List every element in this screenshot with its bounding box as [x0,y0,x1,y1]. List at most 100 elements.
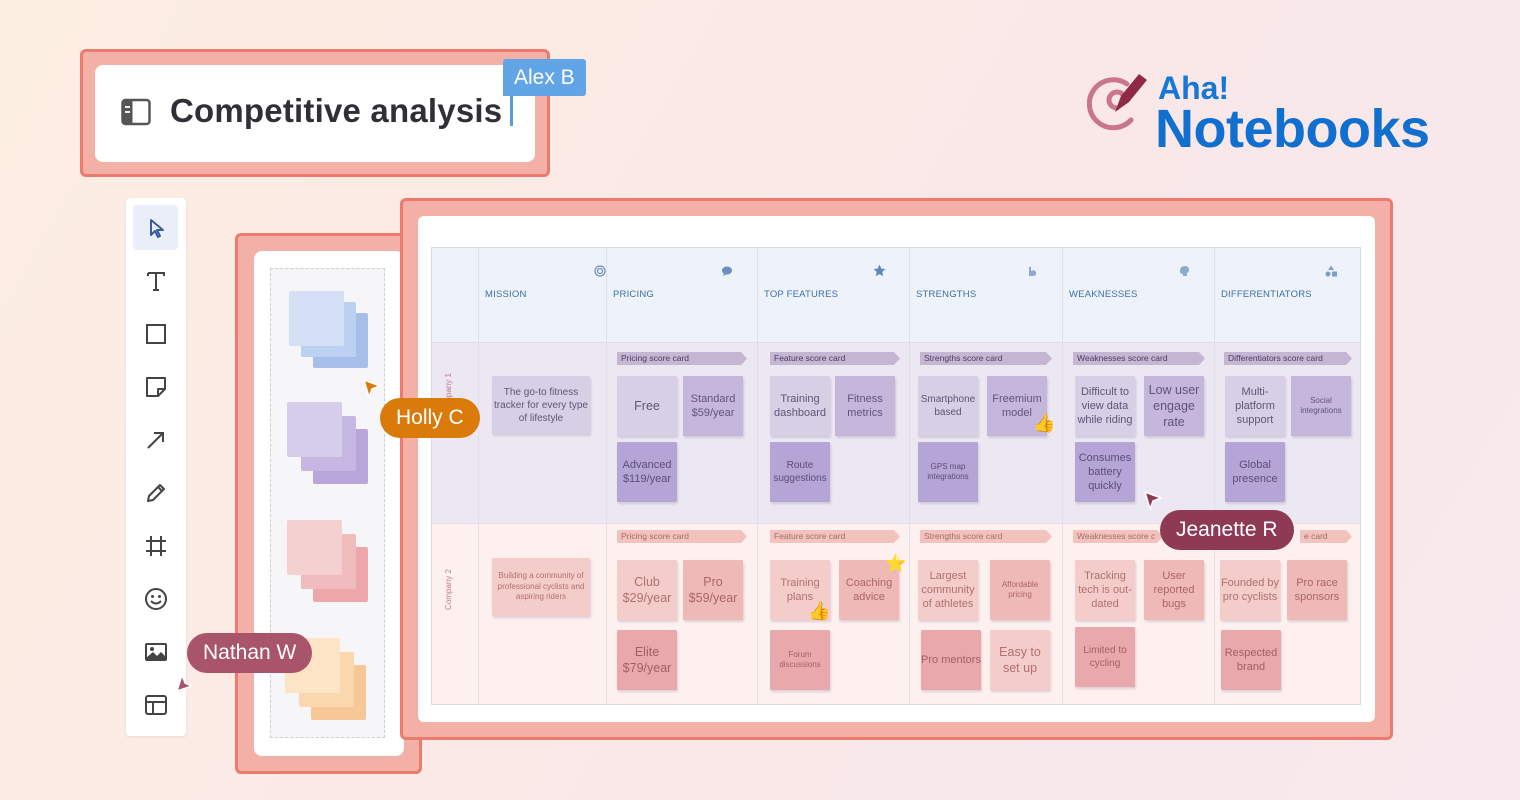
column-header-pricing: PRICING [613,289,654,300]
collaborator-cursor-jeanette-icon [1144,491,1162,510]
arrow-icon [146,431,164,449]
score-card[interactable]: Strengths score card [920,530,1052,543]
score-card[interactable]: Feature score card [770,352,900,365]
sticky-note-icon [145,376,166,397]
logo-text-notebooks: Notebooks [1155,99,1430,159]
sidebar-panel-icon[interactable] [121,98,151,126]
sticky-note[interactable]: Social integrations [1291,376,1351,436]
sticky-note[interactable]: Advanced $119/year [617,442,677,502]
collaborator-cursor-holly-icon [363,379,381,398]
sticky-note[interactable]: Training plans [770,560,830,620]
select-tool[interactable] [133,205,178,250]
pencil-icon [146,483,165,502]
sticky-note[interactable]: Coaching advice [839,560,899,620]
sticky-note[interactable]: Pro $59/year [683,560,743,620]
sticky-note[interactable]: User reported bugs [1144,560,1204,620]
collaborator-cursor-nathan-icon [176,674,193,692]
sticky-note[interactable]: Freemium model [987,376,1047,436]
score-card[interactable]: Differentiators score card [1224,352,1352,365]
text-tool[interactable] [133,258,178,303]
frame-tool[interactable] [133,523,178,568]
star-icon[interactable]: ⭐ [885,554,907,573]
collaborator-tag-jeanette: Jeanette R [1160,510,1294,550]
sticky-note[interactable]: Smartphone based [918,376,978,436]
shape-tool[interactable] [133,311,178,356]
grid-divider [1214,248,1215,704]
sticky-note[interactable]: The go-to fitness tracker for every type… [492,376,590,434]
text-caret [510,92,513,126]
sticky-note[interactable]: Multi-platform support [1225,376,1285,436]
square-icon [145,323,166,344]
grid-divider [909,248,910,704]
tool-sidebar [126,198,186,736]
cursor-arrow-icon [149,218,164,238]
sticky-note[interactable]: Fitness metrics [835,376,895,436]
sticky-note[interactable]: Largest community of athletes [918,560,978,620]
sticky-note[interactable]: Low user engage rate [1144,376,1204,436]
score-card[interactable]: Pricing score card [617,352,747,365]
notebook-title[interactable]: Competitive analysis [170,92,503,129]
sticky-note[interactable]: Global presence [1225,442,1285,502]
sticky-note[interactable]: Forum discussions [770,630,830,690]
column-header-strengths: STRENGTHS [916,289,977,300]
sticky-note[interactable]: Training dashboard [770,376,830,436]
flex-icon [1026,265,1038,280]
image-tool[interactable] [133,629,178,674]
sticky-note[interactable]: Tracking tech is out-dated [1075,560,1135,620]
aha-logo-icon [1086,68,1151,132]
thumbs-up-icon[interactable]: 👍 [808,601,831,621]
star-icon [873,264,886,280]
sticky-tool[interactable] [133,364,178,409]
sticky-note[interactable]: Affordable pricing [990,560,1050,620]
sticky-note[interactable]: Pro race sponsors [1287,560,1347,620]
grid-divider [432,342,1360,343]
text-t-icon [146,271,165,291]
target-icon [594,265,606,280]
head-icon [1178,265,1190,280]
score-card[interactable]: Strengths score card [920,352,1052,365]
sticky-note[interactable]: Pro mentors [921,630,981,690]
collaborator-tag-nathan: Nathan W [187,633,313,673]
column-header-top-features: TOP FEATURES [764,289,839,300]
thumbs-up-icon[interactable]: 👍 [1033,413,1056,433]
grid-divider [478,248,479,704]
row-label-company-2: Company 2 [443,569,453,610]
chat-icon [721,265,733,280]
sticky-note[interactable]: Free [617,376,677,436]
shapes-icon [1325,265,1337,280]
score-card[interactable]: Pricing score card [617,530,747,543]
collaborator-tag-holly: Holly C [380,398,480,438]
sticky-note[interactable]: Club $29/year [617,560,677,620]
column-header-mission: MISSION [485,289,527,300]
sticky-note[interactable]: Difficult to view data while riding [1075,376,1135,436]
grid-divider [1062,248,1063,704]
grid-divider [757,248,758,704]
score-card[interactable]: e card [1300,530,1352,543]
pen-tool[interactable] [133,470,178,515]
column-header-weaknesses: WEAKNESSES [1069,289,1138,300]
sticky-note[interactable]: Elite $79/year [617,630,677,690]
smiley-icon [144,587,167,610]
column-header-differentiators: DIFFERENTIATORS [1221,289,1312,300]
sticky-note[interactable]: Building a community of professional cyc… [492,558,590,616]
image-icon [144,642,167,661]
score-card[interactable]: Weaknesses score c [1073,530,1163,543]
template-tool[interactable] [133,682,178,727]
score-card[interactable]: Weaknesses score card [1073,352,1205,365]
sticky-note[interactable]: Founded by pro cyclists [1220,560,1280,620]
sticky-note[interactable]: Consumes battery quickly [1075,442,1135,502]
title-card[interactable] [95,65,535,162]
sticky-note[interactable]: Limited to cycling [1075,627,1135,687]
grid-divider [432,523,1360,524]
layout-icon [144,694,167,715]
sticky-note[interactable]: GPS map integrations [918,442,978,502]
arrow-tool[interactable] [133,417,178,462]
sticky-note[interactable]: Respected brand [1221,630,1281,690]
sticky-note[interactable]: Route suggestions [770,442,830,502]
score-card[interactable]: Feature score card [770,530,900,543]
emoji-tool[interactable] [133,576,178,621]
sticky-note[interactable]: Easy to set up [990,630,1050,690]
sticky-note[interactable]: Standard $59/year [683,376,743,436]
collaborator-tag-alex: Alex B [503,59,586,96]
grid-divider [606,248,607,704]
